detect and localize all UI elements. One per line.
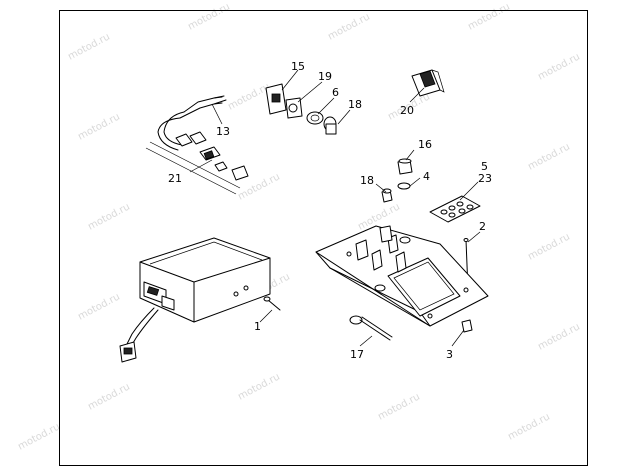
callout-1: 1 <box>254 320 261 333</box>
callout-17: 17 <box>350 348 364 361</box>
callout-19: 19 <box>318 70 332 83</box>
watermark: motod.ru <box>236 371 282 402</box>
watermark: motod.ru <box>86 201 132 232</box>
watermark: motod.ru <box>226 81 272 112</box>
wiring-harness <box>145 95 249 195</box>
callout-23: 23 <box>478 172 492 185</box>
watermark: motod.ru <box>526 231 572 262</box>
watermark: motod.ru <box>536 51 582 82</box>
watermark: motod.ru <box>326 11 372 42</box>
watermark: motod.ru <box>66 31 112 62</box>
watermark: motod.ru <box>466 1 512 32</box>
watermark: motod.ru <box>186 1 232 32</box>
callout-21: 21 <box>168 172 182 185</box>
callout-15: 15 <box>291 60 305 73</box>
diagram-frame <box>59 10 588 466</box>
callout-5: 5 <box>481 160 488 173</box>
callouts: 15 19 6 18 20 13 21 16 4 18 5 23 2 1 17 … <box>168 60 492 361</box>
screw-and-nut <box>461 238 473 333</box>
watermark: motod.ru <box>536 321 582 352</box>
bolt-17 <box>349 315 393 341</box>
callout-20: 20 <box>400 104 414 117</box>
watermark: motod.ru <box>506 411 552 442</box>
rocker-switch <box>411 69 445 97</box>
watermark: motod.ru <box>526 141 572 172</box>
switch-assembly <box>265 83 337 135</box>
watermark: motod.ru <box>76 291 122 322</box>
watermark: motod.ru <box>76 111 122 142</box>
watermark: motod.ru <box>16 421 62 452</box>
callout-18: 18 <box>348 98 362 111</box>
callout-4: 4 <box>423 170 430 183</box>
callout-13: 13 <box>216 125 230 138</box>
callout-2: 2 <box>479 220 486 233</box>
watermark: motod.ru <box>86 381 132 412</box>
callout-6: 6 <box>332 86 339 99</box>
callout-16: 16 <box>418 138 432 151</box>
callout-3: 3 <box>446 348 453 361</box>
mounting-plate <box>429 195 481 223</box>
console-panel <box>315 225 489 327</box>
leader-lines <box>189 69 481 347</box>
callout-18: 18 <box>360 174 374 187</box>
knob-assembly <box>381 158 413 203</box>
watermark: motod.ru <box>376 391 422 422</box>
control-box <box>119 237 281 363</box>
